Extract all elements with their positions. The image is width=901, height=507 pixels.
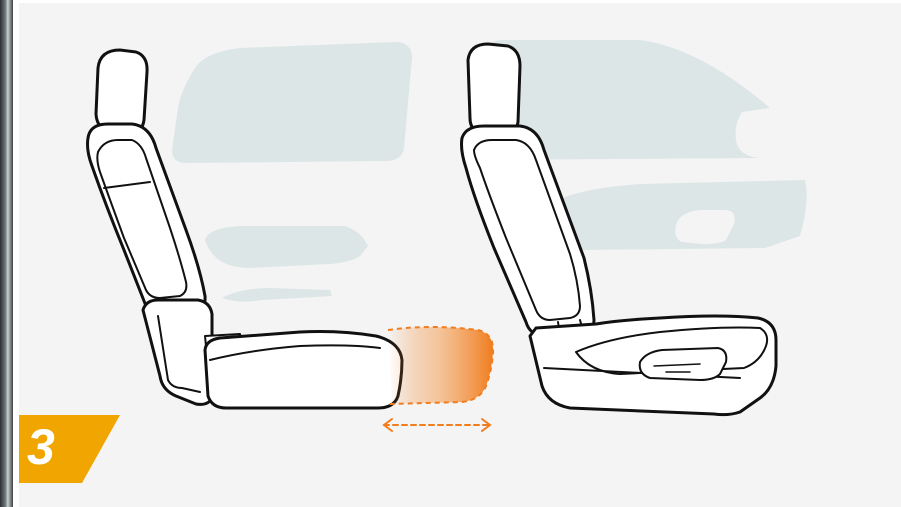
- left-headrest: [96, 50, 147, 134]
- car-silhouette-cutouts: [675, 210, 734, 244]
- adjustment-arrow: [384, 419, 490, 431]
- cushion-extension-highlight: [388, 327, 493, 404]
- left-seat-cushion: [205, 332, 402, 409]
- right-headrest: [468, 44, 520, 136]
- step-number: 3: [27, 417, 87, 477]
- left-seat-base: [143, 300, 212, 404]
